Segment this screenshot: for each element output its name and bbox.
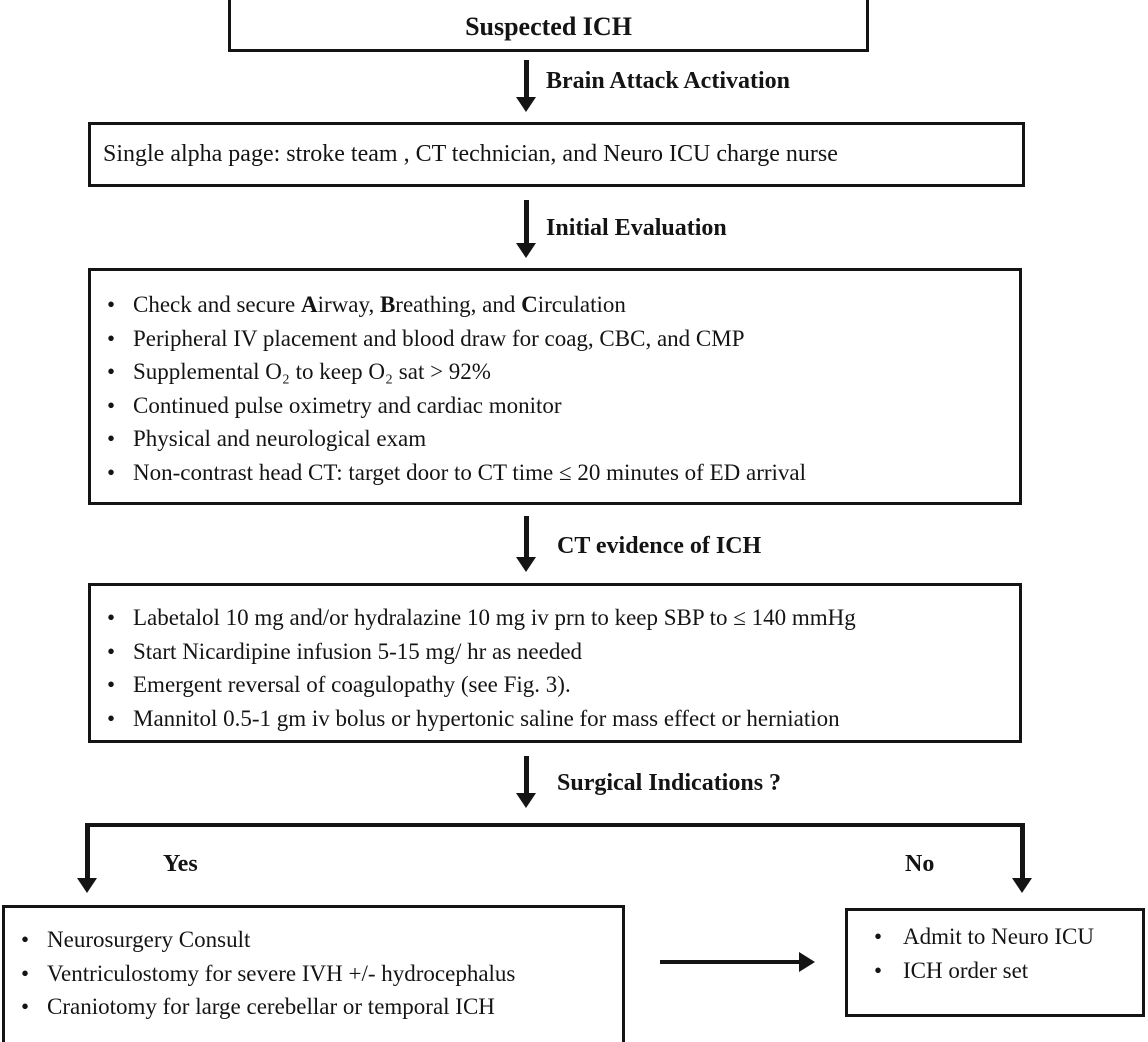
arrow-stem	[523, 756, 529, 795]
arrow-label-surgical-indications: Surgical Indications ?	[557, 770, 782, 796]
bullet-item: ICH order set	[848, 954, 1142, 988]
bullet-item: Supplemental O₂ to keep O₂ sat > 92%	[91, 355, 1019, 389]
down-arrow-icon	[1011, 826, 1033, 893]
arrow-stem	[523, 516, 529, 559]
arrow-head	[516, 243, 536, 258]
bullet-item: Emergent reversal of coagulopathy (see F…	[91, 668, 1019, 702]
bullet-item: Physical and neurological exam	[91, 422, 1019, 456]
node-suspected-ich: Suspected ICH	[228, 0, 869, 52]
arrow-stem	[523, 200, 529, 245]
bullet-item: Non-contrast head CT: target door to CT …	[91, 456, 1019, 490]
node-surgical-yes: Neurosurgery ConsultVentriculostomy for …	[2, 905, 625, 1042]
arrow-label-ct-evidence: CT evidence of ICH	[557, 533, 762, 559]
node-suspected-ich-title: Suspected ICH	[465, 11, 632, 41]
arrow-label-brain-attack: Brain Attack Activation	[546, 68, 790, 94]
arrow-stem	[84, 826, 90, 880]
arrow-stem	[660, 960, 801, 964]
bullet-item: Ventriculostomy for severe IVH +/- hydro…	[5, 957, 622, 991]
right-arrow-icon	[660, 951, 815, 973]
node-alpha-page-text: Single alpha page: stroke team , CT tech…	[103, 141, 838, 167]
down-arrow-icon	[515, 200, 537, 258]
down-arrow-icon	[515, 516, 537, 572]
branch-connector-line	[85, 823, 1025, 827]
bullet-item: Start Nicardipine infusion 5-15 mg/ hr a…	[91, 635, 1019, 669]
down-arrow-icon	[515, 756, 537, 808]
arrow-head	[799, 952, 815, 972]
bullet-item: Continued pulse oximetry and cardiac mon…	[91, 389, 1019, 423]
bullet-item: Labetalol 10 mg and/or hydralazine 10 mg…	[91, 601, 1019, 635]
surgical-yes-list: Neurosurgery ConsultVentriculostomy for …	[5, 923, 622, 1024]
arrow-head	[516, 97, 536, 112]
bullet-item: Craniotomy for large cerebellar or tempo…	[5, 990, 622, 1024]
bullet-item: Admit to Neuro ICU	[848, 920, 1142, 954]
branch-label-no: No	[905, 851, 935, 877]
node-initial-evaluation: Check and secure Airway, Breathing, and …	[88, 268, 1022, 505]
initial-evaluation-list: Check and secure Airway, Breathing, and …	[91, 288, 1019, 489]
arrow-label-initial-evaluation: Initial Evaluation	[546, 215, 727, 241]
node-ct-management: Labetalol 10 mg and/or hydralazine 10 mg…	[88, 583, 1022, 743]
bullet-item: Neurosurgery Consult	[5, 923, 622, 957]
arrow-head	[1012, 878, 1032, 893]
node-surgical-no: Admit to Neuro ICUICH order set	[845, 908, 1145, 1017]
surgical-no-list: Admit to Neuro ICUICH order set	[848, 920, 1142, 987]
arrow-head	[77, 878, 97, 893]
node-alpha-page: Single alpha page: stroke team , CT tech…	[88, 122, 1025, 187]
arrow-stem	[1019, 826, 1025, 880]
down-arrow-icon	[515, 60, 537, 112]
bullet-item: Mannitol 0.5-1 gm iv bolus or hypertonic…	[91, 702, 1019, 736]
arrow-head	[516, 557, 536, 572]
bullet-item: Check and secure Airway, Breathing, and …	[91, 288, 1019, 322]
arrow-head	[516, 793, 536, 808]
ct-management-list: Labetalol 10 mg and/or hydralazine 10 mg…	[91, 601, 1019, 735]
branch-label-yes: Yes	[163, 851, 198, 877]
arrow-stem	[523, 60, 529, 99]
down-arrow-icon	[76, 826, 98, 893]
bullet-item: Peripheral IV placement and blood draw f…	[91, 322, 1019, 356]
